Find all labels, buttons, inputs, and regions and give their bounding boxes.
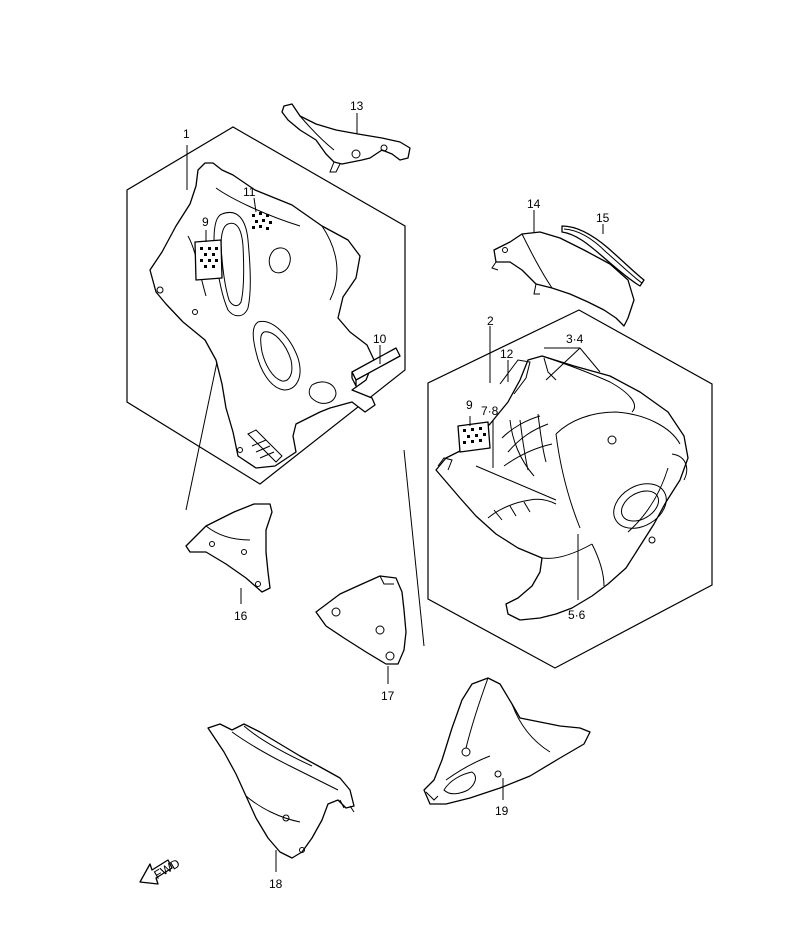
label-part-16[interactable]: 16 [234,609,248,623]
label-part-10[interactable]: 10 [373,332,387,346]
group-box-part-2 [427,309,713,669]
part-10-cushion-strip[interactable] [351,347,401,387]
part-1-upper-cowl-left[interactable] [149,162,376,469]
decal-logo-icon [487,413,557,521]
label-part-9-left[interactable]: 9 [202,215,209,229]
label-part-3-4[interactable]: 3·4 [566,332,584,346]
label-part-5-6[interactable]: 5·6 [568,608,586,622]
callout-labels: 1 2 3·4 5·6 7·8 9 9 10 11 12 13 14 15 16… [183,99,610,891]
part-9-sticker-right[interactable] [457,421,491,453]
label-part-2[interactable]: 2 [487,314,494,328]
leader-lines [185,113,604,872]
fwd-label: FWD [152,856,183,882]
label-part-1[interactable]: 1 [183,127,190,141]
part-9-sticker-left[interactable] [194,239,223,281]
label-part-13[interactable]: 13 [350,99,364,113]
part-13-cowling-bracket[interactable] [281,103,411,173]
label-part-9-right[interactable]: 9 [466,398,473,412]
part-14-meter-cover[interactable] [491,231,635,327]
grain-pattern [463,427,486,444]
part-18-lower-cowl-left[interactable] [207,723,355,859]
label-part-17[interactable]: 17 [381,689,395,703]
group-box-part-1 [126,126,406,485]
label-part-11[interactable]: 11 [243,185,256,199]
part-2-upper-cowl-right[interactable] [435,355,689,621]
part-19-lower-cowl-right[interactable] [423,677,591,805]
fwd-arrow-icon: FWD [139,856,183,885]
label-part-15[interactable]: 15 [596,211,610,225]
part-17-inner-panel[interactable] [315,575,407,665]
part-16-inner-cover[interactable] [185,503,273,593]
label-part-12[interactable]: 12 [500,347,514,361]
label-part-19[interactable]: 19 [495,804,509,818]
label-part-7-8[interactable]: 7·8 [481,404,499,418]
part-11-sticker[interactable] [252,212,272,230]
label-part-14[interactable]: 14 [527,197,541,211]
part-15-seal-strip[interactable] [561,225,645,287]
grain-pattern [200,247,218,268]
label-part-18[interactable]: 18 [269,877,283,891]
